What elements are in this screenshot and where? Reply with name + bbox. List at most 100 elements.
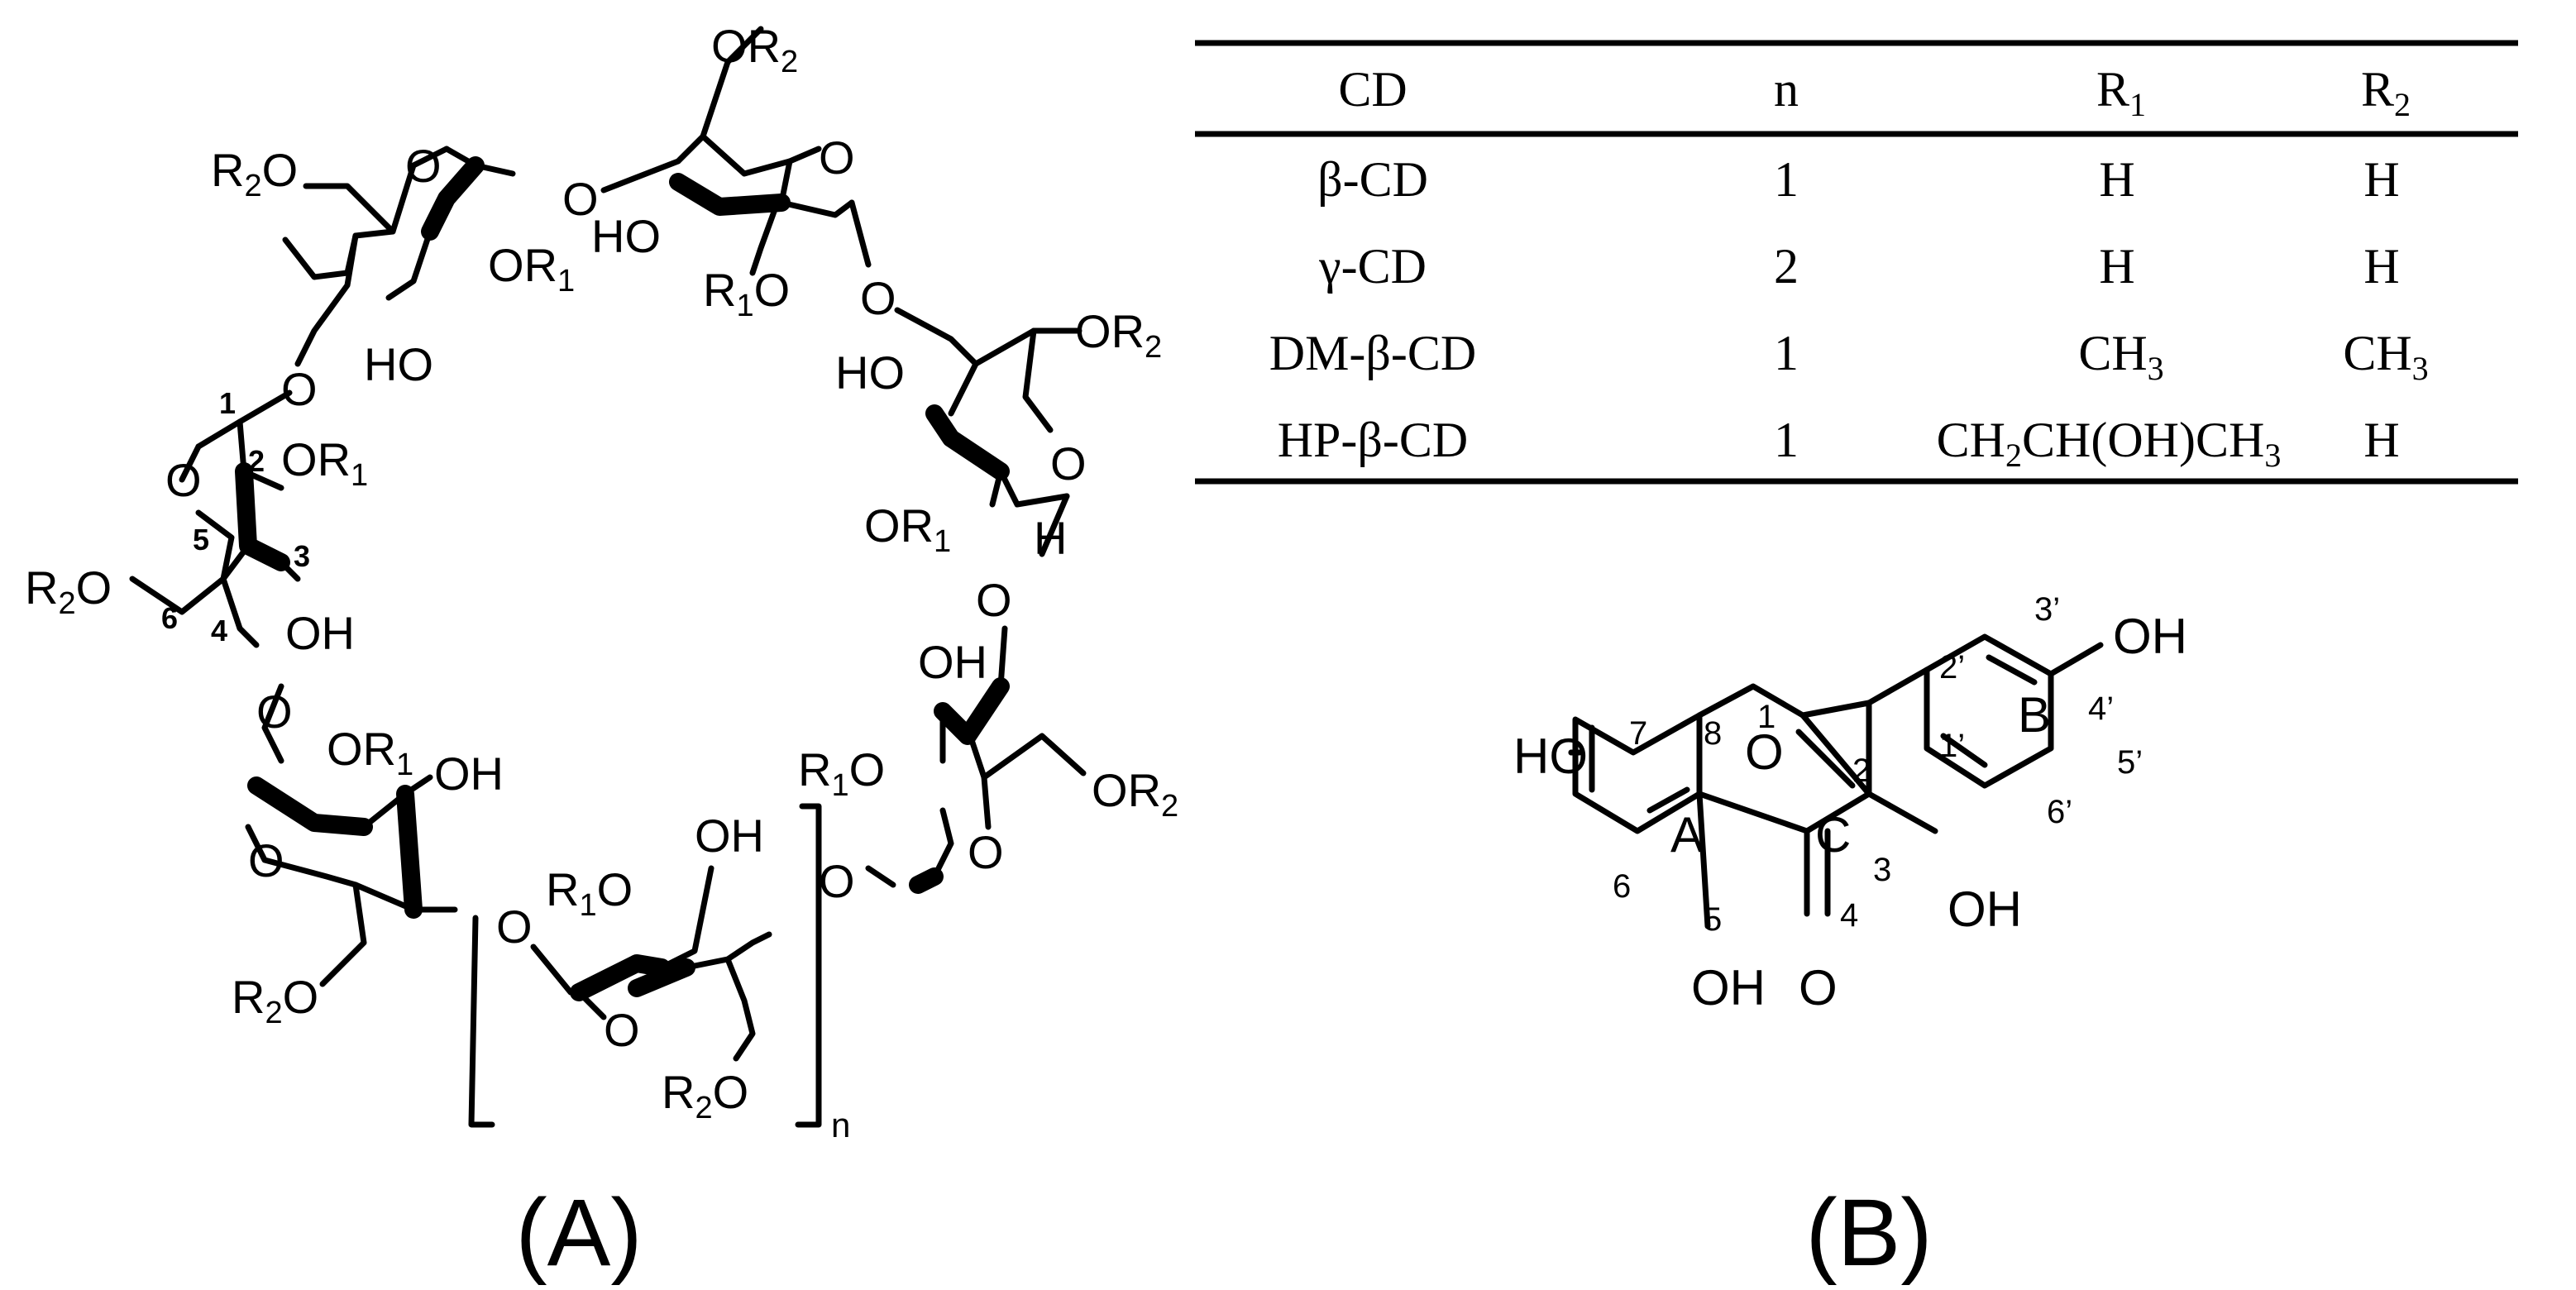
ring-o-6: O xyxy=(248,834,284,886)
or2-top: OR2 xyxy=(711,20,798,79)
r2o-left-numbered: R2O xyxy=(25,561,112,621)
cyclodextrin-structure: R2O O OR1 HO O OR2 O HO R1O O xyxy=(25,20,1178,1144)
pos-5prime: 5’ xyxy=(2117,744,2143,781)
ho-7: HO xyxy=(1513,729,1588,784)
pos-7: 7 xyxy=(1629,715,1647,752)
panel-label-b: (B) xyxy=(1805,1180,1932,1286)
r2o-left-lower: R2O xyxy=(232,971,318,1030)
or1-top-left: OR1 xyxy=(488,239,575,299)
carbonyl-o-4: O xyxy=(1799,960,1838,1015)
oh-left-lower: OH xyxy=(434,748,504,800)
pos-8: 8 xyxy=(1704,715,1722,752)
glucose-unit-top: OR2 O HO R1O O xyxy=(591,20,896,324)
glucose-unit-left-numbered: O OR1 O R2O OH 1 2 3 4 5 6 xyxy=(25,363,368,659)
or1-left-lower: OR1 xyxy=(327,723,413,782)
pos-6: 6 xyxy=(1613,868,1631,905)
or1-right-upper: OR1 xyxy=(864,499,951,559)
glycosidic-o-4: O xyxy=(819,855,855,907)
ring-label-c: C xyxy=(1815,807,1851,862)
ring-oxygen-1: O xyxy=(1745,724,1784,780)
glucose-unit-top-left: R2O O OR1 HO O xyxy=(211,140,599,390)
cell-r1-1: H xyxy=(2099,152,2134,207)
glucose-unit-right-upper: OR2 HO O OR1 H O xyxy=(835,305,1162,626)
r1o-top: R1O xyxy=(703,264,790,323)
glycosidic-o-5: O xyxy=(496,901,533,953)
h-anomeric: H xyxy=(1034,512,1067,564)
position-6: 6 xyxy=(161,601,178,635)
or1-left-numbered: OR1 xyxy=(281,433,368,493)
oh-right-lower: OH xyxy=(918,636,987,688)
ring-o-5: O xyxy=(604,1004,640,1056)
cell-r1-3: CH3 xyxy=(2078,326,2163,387)
glucose-unit-bottom-repeat: O R1O OH O R2O n xyxy=(468,803,850,1144)
oh-5: OH xyxy=(1691,960,1766,1015)
pos-3: 3 xyxy=(1873,852,1891,888)
oh-left-numbered: OH xyxy=(285,607,355,659)
pos-3prime: 3’ xyxy=(2034,591,2060,628)
ring-b-bonds xyxy=(1924,633,2054,789)
cell-r2-4: H xyxy=(2363,413,2399,467)
pos-1: 1 xyxy=(1757,699,1775,735)
glycosidic-o-7: O xyxy=(281,363,318,415)
header-r1: R1 xyxy=(2096,62,2146,123)
cell-r1-2: H xyxy=(2099,239,2134,294)
position-3: 3 xyxy=(294,539,310,573)
ring-o-4: O xyxy=(968,826,1004,878)
cell-cd-2: γ-CD xyxy=(1318,239,1427,294)
glucose-unit-right-lower: OH R1O OR2 O O xyxy=(798,625,1178,907)
cell-cd-3: DM-β-CD xyxy=(1269,326,1477,380)
ho-top-left: HO xyxy=(364,338,433,390)
ring-o-2: O xyxy=(819,131,855,184)
pos-2prime: 2’ xyxy=(1939,649,1965,686)
glucose-unit-left-lower: O OR1 OH O R2O xyxy=(232,683,504,1030)
pos-4: 4 xyxy=(1840,897,1858,934)
panel-label-a: (A) xyxy=(515,1180,642,1286)
ring-o-3: O xyxy=(1050,437,1087,490)
cell-n-1: 1 xyxy=(1774,152,1799,207)
position-1: 1 xyxy=(219,386,236,420)
glycosidic-o-2: O xyxy=(860,272,896,324)
repeat-subscript-n: n xyxy=(831,1106,850,1144)
position-4: 4 xyxy=(211,614,227,647)
pos-4prime: 4’ xyxy=(2088,690,2114,727)
or2-right-upper: OR2 xyxy=(1075,305,1162,365)
ring-label-b: B xyxy=(2018,687,2051,743)
cell-cd-1: β-CD xyxy=(1317,152,1428,207)
oh-4prime: OH xyxy=(2113,609,2187,664)
r1o-right-lower: R1O xyxy=(798,743,885,803)
ring-label-a: A xyxy=(1670,807,1704,862)
glycosidic-o-1: O xyxy=(562,173,599,225)
header-r2: R2 xyxy=(2361,62,2411,123)
r1o-bottom: R1O xyxy=(546,863,633,923)
ring-o-7: O xyxy=(165,454,202,506)
flavonoid-structure: HO O OH OH O OH A C B 1 2 3 4 5 6 7 8 1’… xyxy=(1513,591,2187,1015)
cell-r1-4: CH2CH(OH)CH3 xyxy=(1937,413,2282,474)
header-n: n xyxy=(1774,62,1799,117)
oh-bottom: OH xyxy=(695,810,764,862)
position-2: 2 xyxy=(248,444,265,478)
ho-top: HO xyxy=(591,210,661,262)
cell-r2-1: H xyxy=(2363,152,2399,207)
r2-o-top-left: R2O xyxy=(211,144,298,203)
pos-6prime: 6’ xyxy=(2047,794,2072,830)
or2-right-lower: OR2 xyxy=(1092,764,1178,824)
position-5: 5 xyxy=(193,523,209,557)
cell-n-2: 2 xyxy=(1774,239,1799,294)
pos-1prime: 1’ xyxy=(1939,728,1965,764)
ho-right-upper: HO xyxy=(835,346,905,399)
cell-n-3: 1 xyxy=(1774,326,1799,380)
pos-2: 2 xyxy=(1852,752,1871,789)
cell-cd-4: HP-β-CD xyxy=(1278,413,1469,467)
cell-r2-2: H xyxy=(2363,239,2399,294)
header-cd: CD xyxy=(1338,62,1407,117)
pos-5: 5 xyxy=(1704,901,1722,938)
cell-n-4: 1 xyxy=(1774,413,1799,467)
glycosidic-o-6: O xyxy=(256,686,293,738)
glycosidic-o-3: O xyxy=(976,574,1012,626)
r2o-bottom: R2O xyxy=(662,1066,748,1125)
oh-3: OH xyxy=(1948,882,2022,937)
substituent-table: CD n R1 R2 β-CD 1 H H γ-CD 2 H H DM-β-CD… xyxy=(1195,40,2518,485)
ring-o-1: O xyxy=(405,140,442,192)
cell-r2-3: CH3 xyxy=(2343,326,2428,387)
